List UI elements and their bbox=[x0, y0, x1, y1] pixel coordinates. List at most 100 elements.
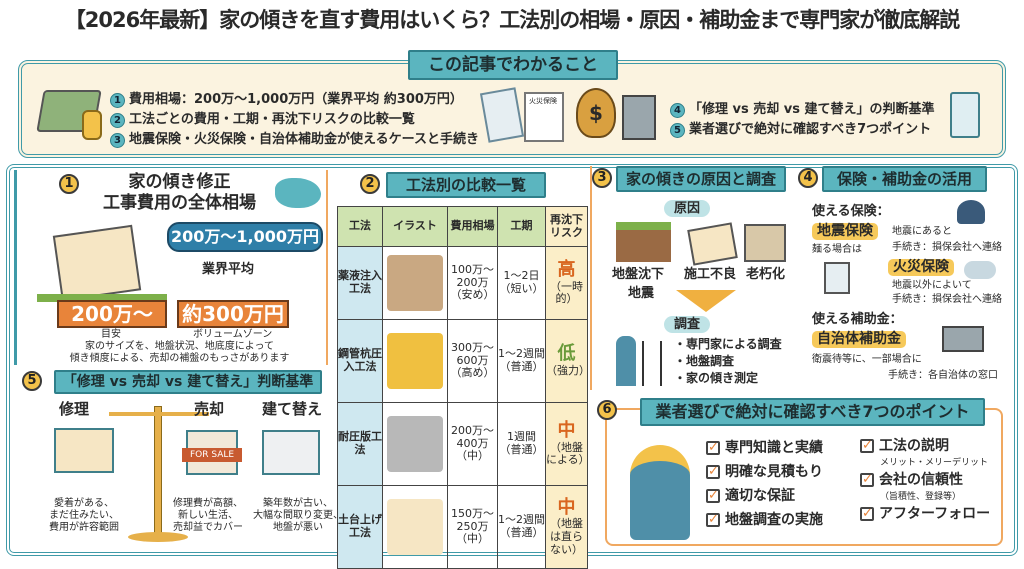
section-causes: 3 家の傾きの原因と調査 原因 地盤沈下 施工不良 老朽化 地震 調査 ・専門家… bbox=[590, 166, 790, 390]
check-icon: ✓ bbox=[860, 472, 874, 487]
methods-table: 工法イラスト費用相場工期再沈下リスク 薬液注入工法 100万〜200万（安め） 1〜… bbox=[337, 206, 590, 569]
survey-label: 調査 bbox=[664, 316, 711, 333]
section-number: 4 bbox=[798, 168, 818, 188]
checklist-text: 会社の信頼性 bbox=[879, 472, 963, 488]
eq-procedure: 手続き：損保会社へ連絡 bbox=[892, 242, 1002, 253]
method-cell: 薬液注入工法 bbox=[337, 246, 383, 320]
risk-note: （一時的） bbox=[550, 279, 583, 306]
checklist-text: アフターフォロー bbox=[879, 506, 991, 522]
cost-note: 傾き傾度による、売却の補盤のもっさがあります bbox=[69, 353, 290, 364]
section-number: 5 bbox=[22, 371, 42, 391]
risk-note: （地盤は直らない） bbox=[550, 517, 583, 556]
industry-average-label: 業界平均 bbox=[202, 262, 255, 277]
fire-procedure: 手続き：損保会社へ連絡 bbox=[892, 294, 1002, 305]
fire-note: 地震以外によいて bbox=[892, 280, 972, 291]
section-decision: 5 「修理 vs 売却 vs 建て替え」判断基準 修理 売却 建て替え FOR … bbox=[14, 368, 343, 552]
item-number: 1 bbox=[110, 93, 125, 108]
scale-beam bbox=[109, 412, 209, 416]
worker-pointing-illustration bbox=[630, 445, 690, 540]
section-number: 6 bbox=[597, 400, 617, 420]
header-cell: 再沈下リスク bbox=[545, 206, 588, 247]
risk-level: 中 bbox=[557, 496, 576, 518]
checklist-item: ✓明確な見積もり bbox=[706, 460, 823, 484]
check-icon: ✓ bbox=[706, 464, 720, 479]
option-label-sell: 売却 bbox=[194, 400, 225, 418]
subsidy-label: 使える補助金： bbox=[812, 312, 903, 327]
down-arrow-icon bbox=[676, 290, 736, 312]
risk-level: 高 bbox=[557, 259, 576, 281]
method-cell: 耐圧版工法 bbox=[337, 402, 383, 486]
header-cell: 工法 bbox=[337, 206, 383, 247]
section-title-block: 家の傾き修正 工事費用の全体相場 bbox=[87, 172, 272, 214]
subsidy-note: 衛震待等に、一部場合に bbox=[812, 354, 922, 365]
section-number: 3 bbox=[592, 168, 612, 188]
pressure-slab-illustration bbox=[387, 416, 443, 472]
avg-price-banner: 約300万円 bbox=[177, 300, 289, 328]
tripod-icon bbox=[642, 341, 662, 386]
section-cost: 1 家の傾き修正 工事費用の全体相場 200万〜1,000万円 業界平均 200… bbox=[14, 170, 328, 365]
item-number: 2 bbox=[110, 113, 125, 128]
city-hall-icon bbox=[942, 326, 984, 352]
scale-base bbox=[128, 532, 188, 542]
checklist-text: 地盤調査の実施 bbox=[725, 512, 823, 528]
check-icon: ✓ bbox=[706, 512, 720, 527]
check-icon: ✓ bbox=[706, 440, 720, 455]
eq-note: 地震にあると bbox=[892, 226, 952, 237]
header-cell: 費用相場 bbox=[447, 206, 498, 247]
cause-label: 原因 bbox=[664, 200, 711, 217]
check-icon: ✓ bbox=[860, 506, 874, 521]
check-icon: ✓ bbox=[706, 488, 720, 503]
option-label-repair: 修理 bbox=[59, 400, 90, 418]
section-number: 1 bbox=[59, 174, 79, 194]
checklist-item: ✓ アフターフォロー bbox=[860, 504, 990, 524]
scale-icon bbox=[154, 406, 162, 534]
checklist-item: ✓ 地盤調査の実施 bbox=[706, 508, 823, 532]
period-cell: 1週間（普通） bbox=[497, 402, 546, 486]
period-cell: 1〜2週間（普通） bbox=[497, 485, 546, 569]
summary-heading: この記事でわかること bbox=[408, 50, 618, 80]
house-lifting-illustration bbox=[387, 499, 443, 555]
option-reasons-rebuild: 築年数が古い、大幅な間取り変更、地盤が悪い bbox=[253, 498, 343, 533]
method-cell: 土台上げ工法 bbox=[337, 485, 383, 569]
family-house-icon bbox=[54, 428, 114, 473]
earthquake-insurance-badge: 地震保険 bbox=[812, 223, 878, 240]
steel-pile-excavator-illustration bbox=[387, 333, 443, 389]
cost-note-block: 家のサイズを、地盤状況、地底度によって 傾き傾度による、売却の補盤のもっさがあり… bbox=[37, 341, 322, 365]
checklist-text: 工法の説明 bbox=[879, 438, 949, 454]
chemical-injection-illustration bbox=[387, 255, 443, 311]
risk-note: （強力） bbox=[546, 364, 590, 378]
option-reasons-repair: 愛着がある、まだ住みたい、費用が許容範囲 bbox=[49, 498, 119, 533]
table-header-row: 工法イラスト費用相場工期再沈下リスク bbox=[337, 206, 588, 247]
eq-condition: 麺る場合は bbox=[812, 244, 862, 255]
cause-item: 地盤沈下 bbox=[612, 267, 665, 282]
checklist-item: ✓工法の説明 bbox=[860, 436, 990, 456]
coins-icon bbox=[82, 110, 102, 140]
surveyor-illustration bbox=[616, 336, 636, 386]
fire-insurance-badge: 火災保険 bbox=[888, 259, 954, 276]
checklist-right: ✓工法の説明 メリット・メリーデリット ✓会社の信頼性 （旨積性、登録等） ✓ア… bbox=[860, 436, 990, 524]
contract-pen-icon bbox=[824, 262, 850, 294]
header-cell: イラスト bbox=[382, 206, 448, 247]
cost-cell: 150万〜250万（中） bbox=[447, 485, 498, 569]
risk-note: （地盤による） bbox=[546, 440, 590, 467]
insurance-label: 使える保険： bbox=[812, 204, 890, 219]
new-house-icon bbox=[262, 430, 320, 475]
item-text: 地震保険・火災保険・自治体補助金が使えるケースと手続き bbox=[129, 132, 479, 147]
ground bbox=[37, 294, 167, 302]
agent-phone-icon bbox=[957, 200, 985, 224]
cost-cell: 200万〜400万（中） bbox=[447, 402, 498, 486]
checklist-text: 適切な保証 bbox=[725, 488, 795, 504]
min-caption: 目安 bbox=[101, 329, 121, 340]
item-number: 4 bbox=[670, 103, 685, 118]
cost-cell: 100万〜200万（安め） bbox=[447, 246, 498, 320]
section-title: 「修理 vs 売却 vs 建て替え」判断基準 bbox=[54, 370, 322, 394]
faulty-construction-icon bbox=[687, 222, 738, 266]
